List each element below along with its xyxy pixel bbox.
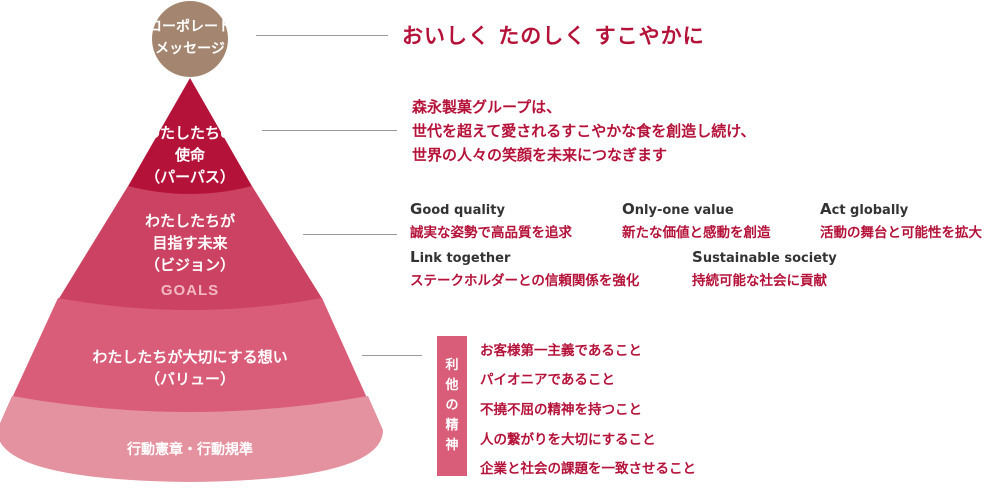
values-label-line2: （バリュー）: [144, 370, 235, 388]
connector-values: [362, 355, 422, 356]
values-tag-char: 神: [445, 438, 459, 453]
vision-item-only-one-value: Only-one value 新たな価値と感動を創造: [622, 200, 771, 241]
values-tag: 利 他 の 精 神: [437, 336, 467, 476]
corporate-message-label-line1: コーポレート: [148, 19, 232, 35]
vision-label-line3: （ビジョン）: [144, 256, 235, 274]
vision-item-jp: ステークホルダーとの信頼関係を強化: [410, 273, 640, 289]
vision-item-jp: 新たな価値と感動を創造: [622, 225, 771, 241]
vision-item-cap: A: [820, 200, 832, 218]
vision-item-title: ustainable society: [702, 251, 837, 266]
values-label-line1: わたしたちが大切にする想い: [92, 348, 288, 366]
vision-item-cap: L: [410, 248, 420, 266]
values-tag-char: の: [445, 398, 459, 413]
pyramid-graphic: [0, 1, 383, 482]
vision-item-jp: 活動の舞台と可能性を拡大: [820, 225, 982, 241]
connector-vision: [303, 234, 397, 235]
vision-item-title: ink together: [419, 251, 511, 266]
vision-item-sustainable-society: Sustainable society 持続可能な社会に貢献: [692, 248, 837, 289]
vision-item-jp: 持続可能な社会に貢献: [692, 273, 827, 289]
connector-message: [256, 35, 388, 36]
base-label: 行動憲章・行動規準: [127, 442, 253, 458]
values-tag-char: 利: [445, 358, 459, 373]
values-item: 企業と社会の課題を一致させること: [480, 461, 696, 477]
goals-label: GOALS: [160, 282, 220, 299]
vision-item-cap: O: [622, 200, 635, 218]
purpose-text-line3: 世界の人々の笑顔を未来につなぎます: [412, 146, 668, 164]
vision-label: わたしたちが 目指す未来 （ビジョン） GOALS: [110, 210, 270, 302]
corporate-message-label: コーポレート メッセージ: [140, 16, 240, 60]
vision-label-line2: 目指す未来: [152, 234, 228, 252]
values-item: パイオニアであること: [480, 372, 615, 388]
pyramid-tier-values: [12, 298, 367, 414]
corporate-message-text: おいしく たのしく すこやかに: [402, 24, 705, 48]
purpose-text-line1: 森永製菓グループは、: [412, 98, 562, 116]
purpose-label-line3: （パーパス）: [145, 168, 235, 186]
purpose-text: 森永製菓グループは、 世代を超えて愛されるすこやかな食を創造し続け、 世界の人々…: [412, 95, 756, 167]
vision-item-cap: G: [410, 200, 423, 218]
vision-item-act-globally: Act globally 活動の舞台と可能性を拡大: [820, 200, 982, 241]
values-item: 不撓不屈の精神を持つこと: [480, 402, 642, 418]
pyramid-tier-purpose: [127, 78, 253, 196]
purpose-text-line2: 世代を超えて愛されるすこやかな食を創造し続け、: [412, 122, 756, 140]
purpose-label: わたしたちの 使命 （パーパス）: [120, 122, 260, 188]
vision-item-link-together: Link together ステークホルダーとの信頼関係を強化: [410, 248, 639, 289]
values-tag-char: 精: [445, 418, 459, 433]
values-label: わたしたちが大切にする想い （バリュー）: [60, 346, 320, 390]
vision-item-title: ct globally: [831, 203, 909, 218]
corporate-message-circle: [152, 1, 228, 77]
vision-label-line1: わたしたちが: [144, 212, 235, 230]
values-item: お客様第一主義であること: [480, 343, 642, 359]
values-tag-char: 他: [445, 378, 459, 393]
connector-purpose: [262, 130, 397, 131]
vision-item-jp: 誠実な姿勢で高品質を追求: [410, 225, 572, 241]
corporate-message-label-line2: メッセージ: [155, 41, 225, 57]
vision-item-cap: S: [692, 248, 703, 266]
purpose-label-line2: 使命: [174, 146, 205, 164]
pyramid-tier-vision: [58, 186, 323, 312]
vision-item-title: ood quality: [422, 203, 505, 218]
purpose-label-line1: わたしたちの: [144, 124, 235, 142]
values-item: 人の繋がりを大切にすること: [480, 432, 656, 448]
vision-item-good-quality: Good quality 誠実な姿勢で高品質を追求: [410, 200, 572, 241]
pyramid-tier-base: [0, 396, 383, 482]
vision-item-title: nly-one value: [634, 203, 734, 218]
